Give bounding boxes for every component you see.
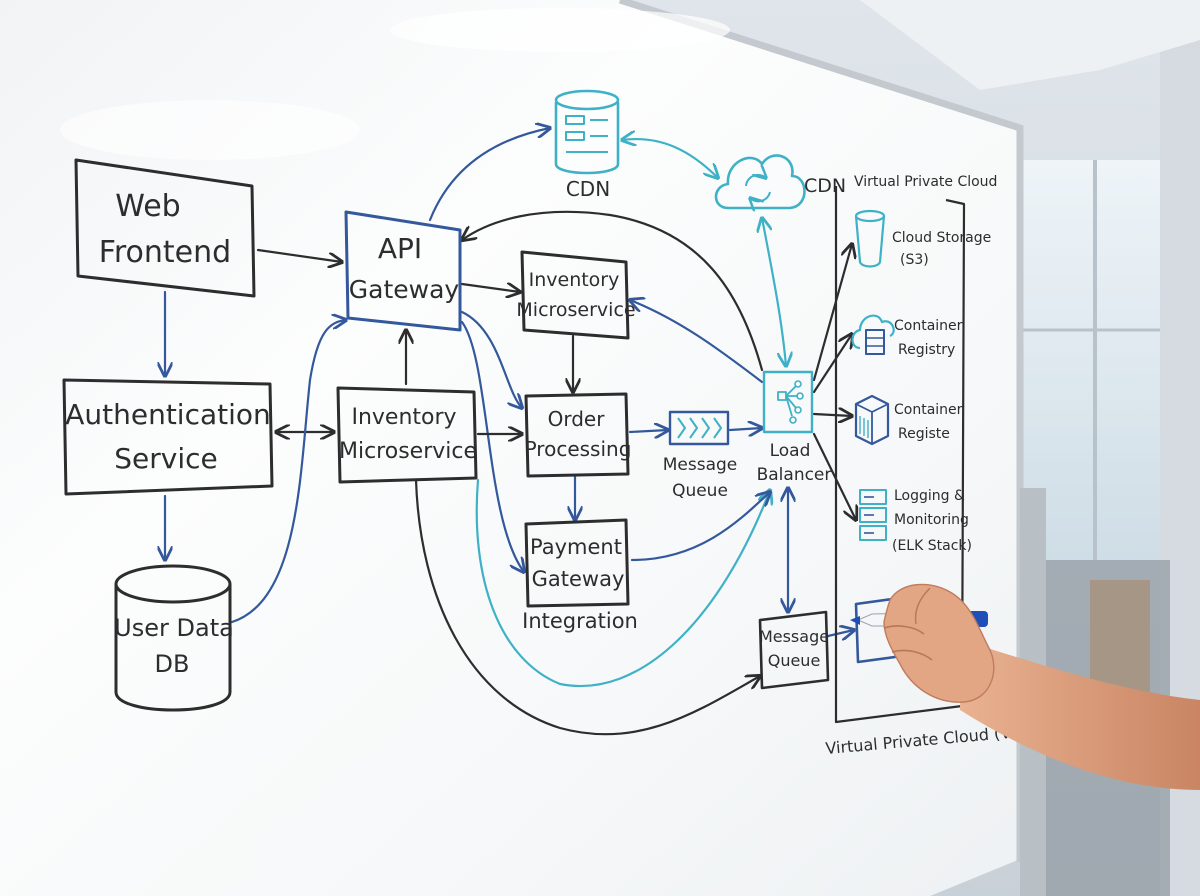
node-web-frontend-line1: Web bbox=[115, 189, 180, 224]
node-user-data-db: User Data DB bbox=[114, 564, 234, 712]
edge-lb-to-s3 bbox=[812, 244, 852, 382]
vpc-item-registe-line2: Registe bbox=[898, 426, 950, 442]
hand bbox=[883, 583, 995, 703]
bucket-icon bbox=[854, 209, 886, 268]
edge-payment-to-lb bbox=[630, 492, 770, 562]
node-auth-line1: Authentication bbox=[65, 398, 271, 431]
queue-chevrons-icon bbox=[668, 410, 730, 446]
node-api-gateway: API Gateway bbox=[344, 210, 462, 332]
node-mq-mid-line2: Queue bbox=[672, 481, 728, 501]
vpc-item-container-registe: Container Registe bbox=[854, 394, 963, 446]
node-authentication-service: Authentication Service bbox=[62, 378, 274, 496]
node-db-line1: User Data bbox=[114, 614, 234, 642]
vpc-item-logging-line2: Monitoring bbox=[894, 512, 969, 528]
vpc-top-label: Virtual Private Cloud bbox=[854, 174, 997, 190]
edge-web-to-api bbox=[256, 248, 342, 262]
edge-lb-to-api bbox=[462, 210, 764, 372]
hand-with-marker bbox=[850, 583, 1200, 790]
network-tree-icon bbox=[762, 370, 814, 434]
vpc-item-registry-line2: Registry bbox=[898, 342, 955, 358]
server-cylinder-icon bbox=[554, 89, 620, 175]
node-lb-line2: Balancer bbox=[757, 465, 832, 485]
edge-api-to-payment bbox=[460, 320, 524, 572]
node-api-gateway-line2: Gateway bbox=[349, 275, 460, 304]
vpc-item-cloud-storage: Cloud Storage (S3) bbox=[854, 209, 991, 268]
edge-mq-to-new-box bbox=[826, 630, 854, 636]
node-web-frontend: Web Frontend bbox=[74, 158, 256, 298]
node-payment-line1: Payment bbox=[530, 535, 622, 559]
node-lb-line1: Load bbox=[770, 441, 811, 461]
node-payment-gateway: Payment Gateway Integration bbox=[522, 518, 638, 633]
vpc-item-logging-line3: (ELK Stack) bbox=[892, 538, 972, 554]
cloud-icon bbox=[714, 154, 806, 210]
vpc-item-logging-monitoring: Logging & Monitoring (ELK Stack) bbox=[859, 488, 972, 554]
node-auth-line2: Service bbox=[114, 442, 217, 475]
vpc-item-container-registry: Container Registry bbox=[851, 314, 963, 358]
edge-api-to-cdn bbox=[428, 128, 550, 222]
node-inventory-top-line2: Microservice bbox=[516, 299, 635, 321]
edge-teal-to-lb bbox=[475, 478, 770, 688]
arm bbox=[960, 640, 1200, 790]
edge-lb-to-inventory-top bbox=[630, 300, 764, 384]
node-message-queue-mid: Message Queue bbox=[663, 410, 738, 501]
cloud-registry-icon bbox=[851, 314, 895, 355]
container-cube-icon bbox=[854, 394, 890, 446]
node-cdn-top: CDN bbox=[554, 89, 620, 201]
node-payment-sub: Integration bbox=[522, 609, 638, 633]
connectors bbox=[165, 128, 856, 736]
node-order-line2: Processing bbox=[525, 437, 632, 461]
node-inventory-main-line1: Inventory bbox=[351, 405, 456, 430]
node-inventory-main-line2: Microservice bbox=[339, 439, 477, 464]
refresh-icon bbox=[745, 175, 766, 187]
node-mq-bottom-line2: Queue bbox=[768, 651, 821, 670]
edge-lb-to-registe bbox=[812, 414, 852, 416]
node-api-gateway-line1: API bbox=[378, 232, 422, 265]
node-web-frontend-line2: Frontend bbox=[99, 235, 231, 270]
vpc-item-registe-line1: Container bbox=[894, 402, 963, 418]
node-cdn-cloud-label: CDN bbox=[804, 175, 846, 197]
node-inventory-microservice-top: Inventory Microservice bbox=[516, 250, 636, 340]
vpc-item-logging-line1: Logging & bbox=[894, 488, 965, 504]
node-inventory-microservice-main: Inventory Microservice bbox=[336, 386, 478, 484]
edge-db-to-api bbox=[230, 320, 346, 624]
node-inventory-top-line1: Inventory bbox=[529, 269, 620, 291]
node-mq-mid-line1: Message bbox=[663, 455, 738, 475]
vpc-item-s3-line1: Cloud Storage bbox=[892, 230, 991, 246]
edge-order-to-mq bbox=[628, 430, 668, 432]
node-load-balancer: Load Balancer bbox=[757, 370, 832, 485]
node-payment-line2: Gateway bbox=[532, 567, 625, 591]
edge-api-to-order bbox=[460, 310, 522, 408]
node-mq-bottom-line1: Message bbox=[759, 627, 829, 646]
node-message-queue-bottom: Message Queue bbox=[758, 610, 830, 690]
vpc-item-s3-line2: (S3) bbox=[900, 252, 929, 268]
node-db-line2: DB bbox=[155, 650, 190, 678]
edge-inventory-to-mq-bottom bbox=[414, 478, 760, 736]
vpc-item-registry-line1: Container bbox=[894, 318, 963, 334]
node-order-processing: Order Processing bbox=[524, 392, 632, 478]
edge-cloud-lb bbox=[762, 218, 786, 366]
node-order-line1: Order bbox=[548, 407, 606, 431]
edge-cdn-cdn bbox=[622, 139, 718, 178]
server-rack-icon bbox=[859, 489, 887, 541]
edge-mq-to-lb bbox=[728, 428, 762, 430]
edge-api-to-inventory-top bbox=[460, 284, 520, 292]
edge-lb-to-registry bbox=[812, 334, 852, 394]
node-cdn-top-label: CDN bbox=[566, 177, 610, 201]
